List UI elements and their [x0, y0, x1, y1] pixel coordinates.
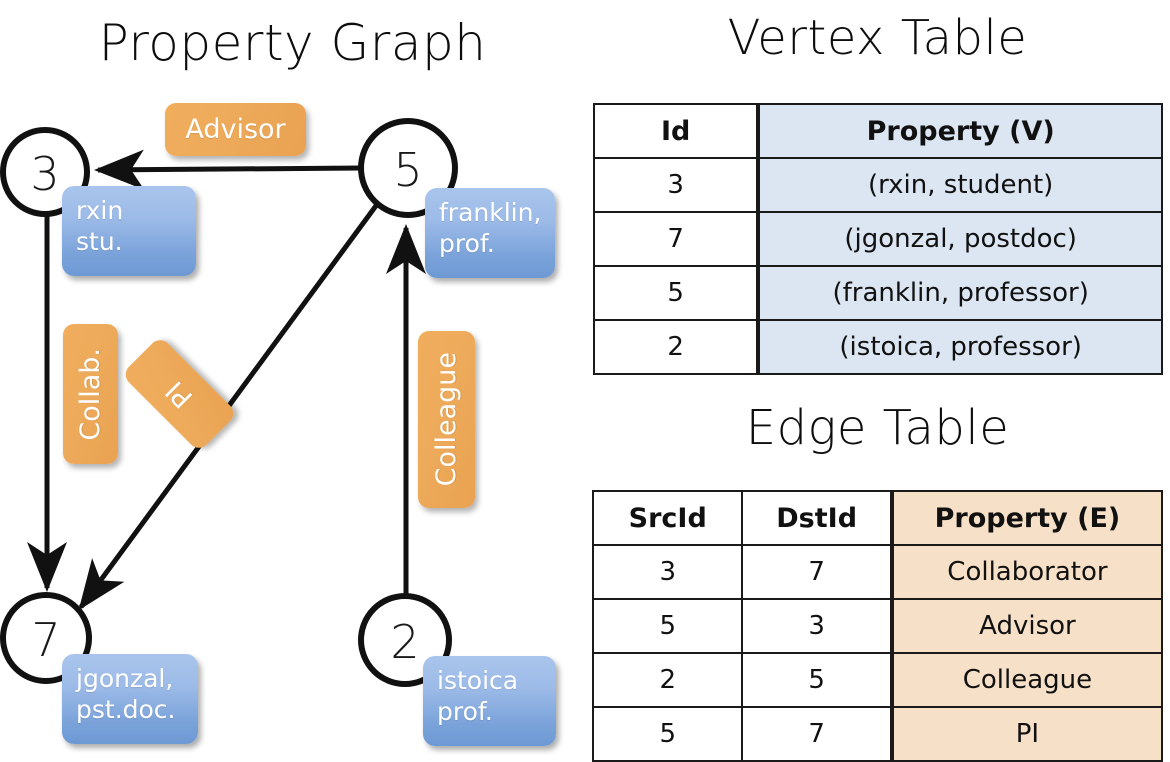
table-row[interactable]: 5 (franklin, professor) [592, 265, 1163, 321]
edge-cell-property: Advisor [889, 598, 1164, 654]
edge-cell-dstid: 5 [741, 652, 893, 708]
edge-label-pi-text: PI [159, 374, 200, 414]
edge-cell-srcid: 5 [591, 706, 744, 762]
graph-node-5-label: 5 [393, 143, 422, 197]
vertex-property-box-2-line2: prof. [437, 696, 493, 726]
vertex-property-box-2-line1: istoica [437, 666, 519, 695]
page-title-edge-table: Edge Table [745, 400, 1010, 456]
edge-cell-property: PI [889, 706, 1164, 762]
edge-table: SrcId DstId Property (E) 3 7 Collaborato… [591, 490, 1164, 762]
table-row[interactable]: 5 7 PI [591, 706, 1164, 762]
edge-label-collab[interactable]: Collab. [63, 324, 118, 464]
edge-label-collab-text: Collab. [75, 347, 106, 441]
vertex-property-box-5[interactable]: franklin, prof. [425, 188, 555, 278]
table-row[interactable]: 2 (istoica, professor) [592, 319, 1163, 375]
page-title-property-graph: Property Graph [98, 14, 487, 72]
vertex-property-box-7[interactable]: jgonzal, pst.doc. [62, 654, 198, 744]
vertex-cell-property: (franklin, professor) [756, 265, 1163, 321]
vertex-property-box-3[interactable]: rxin stu. [62, 186, 196, 276]
edge-5-to-3 [94, 149, 363, 190]
table-row[interactable]: 3 7 Collaborator [591, 544, 1164, 600]
edge-label-advisor-text: Advisor [185, 114, 286, 145]
table-row[interactable]: 5 3 Advisor [591, 598, 1164, 654]
vertex-property-box-3-line1: rxin [76, 196, 124, 225]
vertex-cell-property: (jgonzal, postdoc) [756, 211, 1163, 267]
vertex-table-header-row: Id Property (V) [592, 103, 1163, 159]
edge-table-header-dstid: DstId [741, 490, 893, 546]
edge-label-colleague[interactable]: Colleague [418, 331, 475, 508]
edge-cell-property: Collaborator [889, 544, 1164, 600]
vertex-property-box-5-line1: franklin, [439, 198, 542, 227]
vertex-cell-id: 5 [592, 265, 760, 321]
vertex-table-header-property: Property (V) [756, 103, 1163, 159]
edge-table-header-property: Property (E) [889, 490, 1164, 546]
edge-cell-dstid: 7 [741, 706, 893, 762]
table-row[interactable]: 7 (jgonzal, postdoc) [592, 211, 1163, 267]
vertex-property-box-2[interactable]: istoica prof. [423, 656, 556, 746]
table-row[interactable]: 3 (rxin, student) [592, 157, 1163, 213]
edge-label-advisor[interactable]: Advisor [165, 103, 306, 156]
vertex-cell-property: (istoica, professor) [756, 319, 1163, 375]
edge-cell-srcid: 3 [591, 544, 744, 600]
vertex-property-box-7-line2: pst.doc. [76, 694, 176, 724]
vertex-property-box-3-line2: stu. [76, 226, 123, 256]
edge-cell-dstid: 3 [741, 598, 893, 654]
table-row[interactable]: 2 5 Colleague [591, 652, 1164, 708]
edge-cell-dstid: 7 [741, 544, 893, 600]
edge-cell-property: Colleague [889, 652, 1164, 708]
edge-table-header-row: SrcId DstId Property (E) [591, 490, 1164, 546]
edge-cell-srcid: 5 [591, 598, 744, 654]
graph-node-7-label: 7 [31, 613, 60, 667]
vertex-cell-property: (rxin, student) [756, 157, 1163, 213]
page-title-vertex-table: Vertex Table [727, 10, 1028, 66]
graph-node-3-label: 3 [30, 147, 59, 201]
vertex-cell-id: 7 [592, 211, 760, 267]
vertex-cell-id: 3 [592, 157, 760, 213]
vertex-property-box-7-line1: jgonzal, [76, 664, 174, 693]
vertex-cell-id: 2 [592, 319, 760, 375]
edge-table-header-srcid: SrcId [591, 490, 744, 546]
vertex-table: Id Property (V) 3 (rxin, student) 7 (jgo… [592, 103, 1163, 375]
graph-node-2-label: 2 [390, 615, 419, 669]
edge-label-colleague-text: Colleague [431, 352, 462, 487]
vertex-table-header-id: Id [592, 103, 760, 159]
vertex-property-box-5-line2: prof. [439, 228, 495, 258]
edge-cell-srcid: 2 [591, 652, 744, 708]
